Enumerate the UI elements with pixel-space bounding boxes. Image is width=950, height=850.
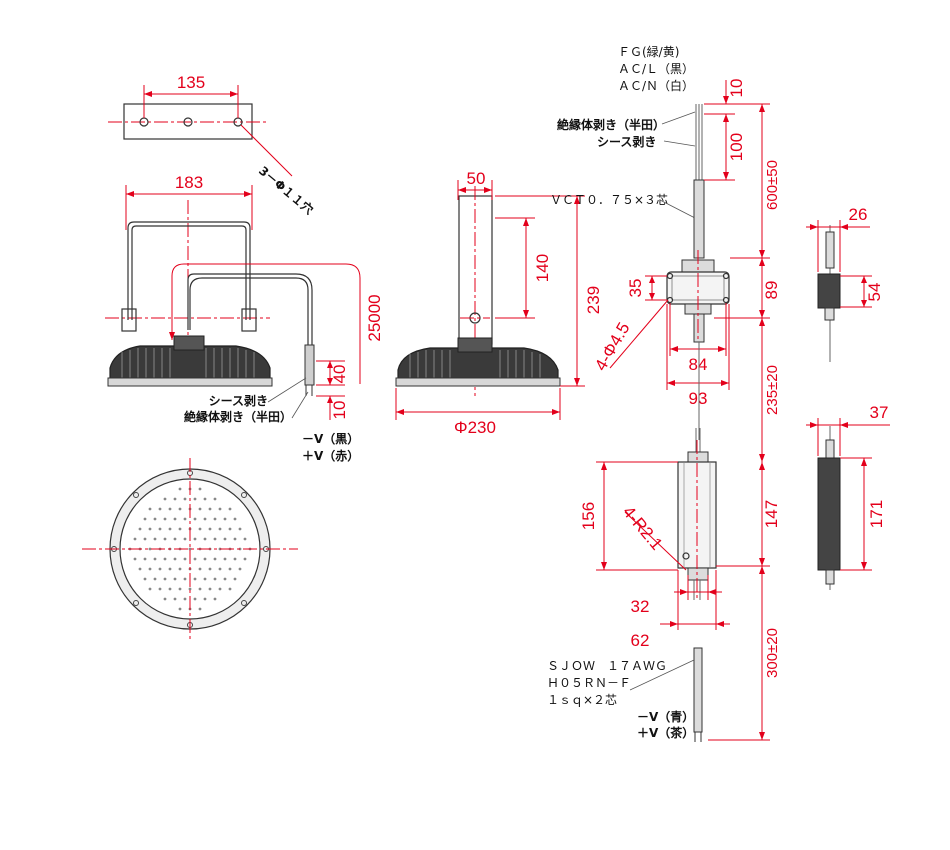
acl-label: ＡＣ/Ｌ（黒） (618, 62, 694, 76)
cable-strip-label: 絶縁体剥き（半田） (557, 117, 665, 132)
lamp-bottom-view (82, 458, 298, 640)
jbox-height-dim: 35 (626, 279, 645, 298)
cable-type-label: ＶＣＴ０．７５×３芯 (550, 193, 668, 207)
jbox-side-height-dim: 54 (865, 283, 884, 302)
driver-cable-dim: 300±20 (764, 628, 781, 678)
lamp-side-view: 50 140 239 Φ230 (395, 169, 603, 437)
arm-width-dim: 50 (467, 169, 486, 188)
front-wire-pos: ＋V（赤） (302, 448, 359, 463)
front-strip-label: 絶縁体剥き（半田） (184, 409, 292, 424)
jbox-side-body (817, 273, 841, 309)
driver-length-dim: 156 (579, 502, 598, 530)
front-wire-neg: －V（黒） (302, 431, 359, 446)
lens-rim (107, 377, 273, 387)
jbox-cable-dim: 235±20 (764, 365, 781, 415)
sheath-dim: 40 (330, 365, 349, 384)
cable-length-dim: 600±50 (764, 160, 781, 210)
driver-pitch-dim: 32 (631, 597, 650, 616)
output-cable: ＳＪＯＷ １７ＡＷＧ Ｈ０５ＲＮ－Ｆ １ｓｑ×２芯 －V（青） ＋V（茶） (547, 647, 703, 742)
driver-side-width-dim: 37 (870, 403, 889, 422)
driver-side: 37 171 (806, 403, 890, 590)
junction-box: 35 4-Φ4.5 84 93 89 235±20 (591, 250, 781, 462)
driver-total-dim: 147 (762, 500, 781, 528)
jbox-pitch-dim: 84 (689, 355, 708, 374)
driver-radius-note: 4-R2.1 (619, 502, 666, 553)
height-dim: 239 (584, 286, 603, 314)
jbox-side-width-dim: 26 (849, 205, 868, 224)
power-cable: ＦＧ(緑/黄) ＡＣ/Ｌ（黒） ＡＣ/Ｎ（白） 絶縁体剥き（半田） シース剥き … (550, 44, 781, 259)
bracket-width-dim: 135 (177, 73, 205, 92)
led-array (128, 487, 252, 611)
front-width-dim: 183 (175, 173, 203, 192)
front-sheath-label: シース剥き (209, 393, 268, 408)
driver-front: 156 4-R2.1 32 62 147 300±20 (579, 428, 781, 741)
jbox-total-dim: 89 (762, 281, 781, 300)
acn-label: ＡＣ/Ｎ（白） (618, 78, 694, 93)
driver-side-height-dim: 171 (867, 500, 886, 528)
output-spec-1: ＳＪＯＷ １７ＡＷＧ (547, 659, 667, 673)
mount-hole-center (183, 117, 193, 127)
output-wire-neg: －V（青） (637, 709, 694, 724)
output-spec-2: Ｈ０５ＲＮ－Ｆ (547, 676, 631, 690)
cable-length-dim: 25000 (365, 294, 384, 341)
fg-label: ＦＧ(緑/黄) (618, 44, 679, 59)
driver-width-dim: 62 (631, 631, 650, 650)
bracket-top-view: 135 3－Φ１１穴 (108, 73, 317, 217)
cable-sheath-label: シース剥き (597, 134, 656, 149)
cable-sheath-dim: 100 (727, 133, 746, 161)
output-spec-3: １ｓｑ×２芯 (547, 693, 617, 707)
junction-box-side: 26 54 (806, 205, 884, 362)
output-wire-pos: ＋V（茶） (637, 725, 694, 740)
diameter-dim: Φ230 (454, 418, 496, 437)
arm-dim: 140 (533, 254, 552, 282)
driver-side-body (817, 457, 841, 571)
strip-dim: 10 (330, 401, 349, 420)
lamp-front-view: 183 25000 (105, 173, 384, 463)
cable-strip-dim: 10 (727, 79, 746, 98)
jbox-width-dim: 93 (689, 389, 708, 408)
